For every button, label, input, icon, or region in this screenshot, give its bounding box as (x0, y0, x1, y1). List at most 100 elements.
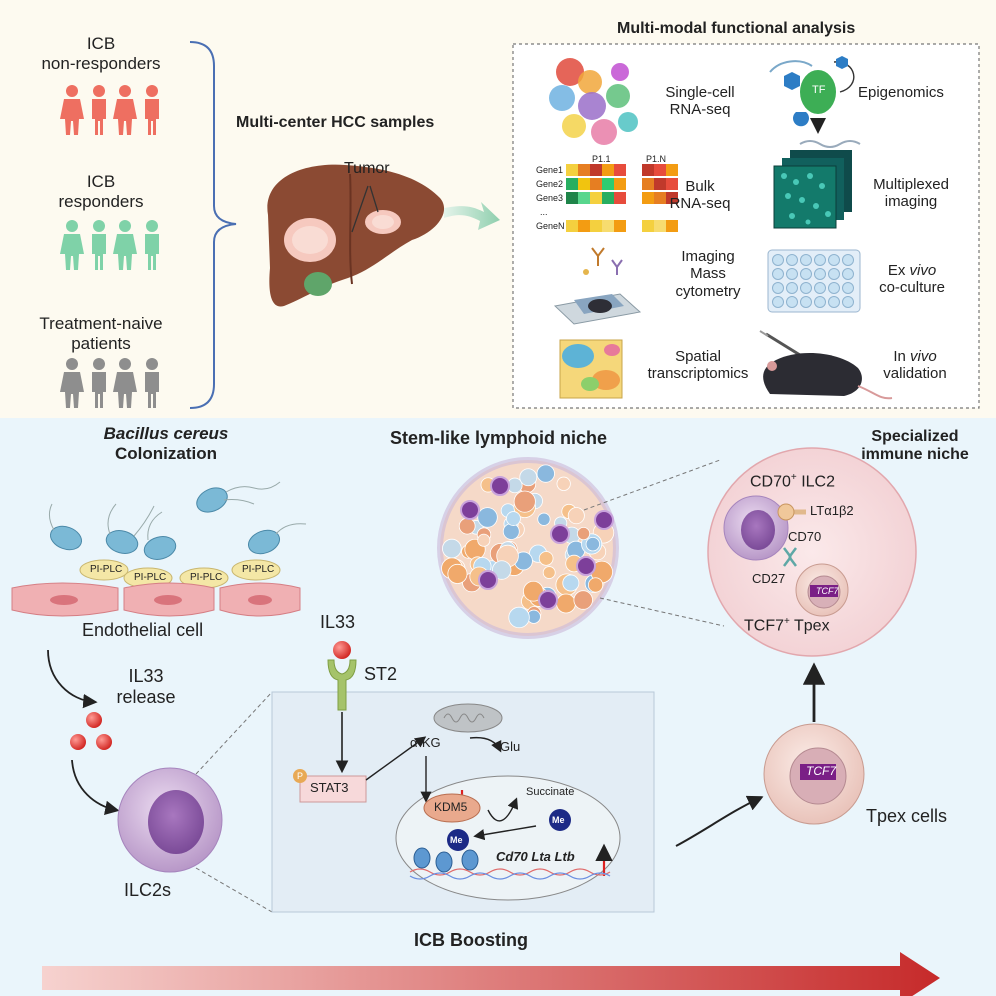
plate-well (828, 296, 840, 308)
invivo-label: In vivo validation (883, 348, 947, 383)
niche-cell (536, 464, 555, 483)
niche-cell (492, 560, 512, 580)
pi-plc-label: PI-PLC (190, 572, 223, 583)
tpex-cell (763, 723, 865, 825)
plate-well (800, 268, 812, 280)
pi-plc-enzymes (79, 559, 281, 589)
niche-cell (556, 476, 571, 491)
plate-well (814, 282, 826, 294)
bacteria-flagella (48, 481, 307, 541)
niche-cell (573, 590, 593, 610)
niche-cell (537, 512, 551, 526)
niche-cell (458, 517, 476, 535)
kdm5-oval (423, 793, 481, 823)
stat3-to-akg-arrow (365, 736, 427, 781)
ilc2-niche-cell (490, 476, 510, 496)
kdm5-to-succinate-arrow (487, 797, 519, 822)
plate-well (786, 254, 798, 266)
niche-cell (477, 507, 498, 528)
akg-to-glu-arrow (469, 736, 502, 753)
plate-well (828, 268, 840, 280)
niche-cell (556, 593, 576, 614)
pi-plc-label: PI-PLC (134, 572, 167, 583)
ilc2-niche-cell (478, 570, 498, 590)
heatmap-gene-label: Gene1 (536, 165, 564, 175)
plate-wells (772, 254, 854, 308)
stat3-label: STAT3 (310, 780, 349, 795)
liver-illustration (267, 164, 445, 307)
mouse-illustration (759, 330, 893, 400)
ilc2-cell (117, 767, 223, 873)
heatmap-gene-label: Gene3 (536, 193, 564, 203)
plate-well (842, 296, 854, 308)
plate-well (800, 282, 812, 294)
cd70-ilc2-label: CD70+ ILC2 (750, 472, 835, 491)
glu-label: Glu (500, 739, 521, 754)
lta-ligand (777, 503, 806, 521)
tcf7-tpex-label: TCF7+ Tpex (744, 616, 830, 635)
samples-to-analysis-arrow (444, 202, 500, 230)
dna-strand (409, 868, 611, 876)
pi-plc-label: PI-PLC (90, 564, 123, 575)
mitochondrion (433, 703, 503, 733)
plate-well (786, 296, 798, 308)
tumor-label: Tumor (344, 160, 390, 177)
plate-well (842, 268, 854, 280)
plate-well (828, 254, 840, 266)
niche-cell (506, 511, 521, 526)
release-arrow (47, 649, 98, 709)
plate-well (800, 296, 812, 308)
cd70-cd27-interaction (783, 547, 797, 567)
plate-well (842, 254, 854, 266)
niche-cell (585, 536, 600, 552)
niche-cell (567, 507, 585, 525)
signaling-to-tpex-arrow (675, 795, 764, 847)
ilc2-niche-cell (538, 590, 558, 610)
ilc2-niche-cell (594, 510, 614, 530)
bracket (189, 41, 237, 409)
me-circle (447, 829, 469, 851)
niche-cell (508, 606, 530, 629)
plate-well (772, 268, 784, 280)
plate-well (786, 268, 798, 280)
treatment-naive-patient-icons (60, 358, 159, 408)
non-responder-patient-icons (60, 85, 159, 135)
icb-boosting-arrow (42, 952, 940, 996)
multiplexed-imaging-stack (773, 150, 852, 229)
heatmap-gene-label: ... (540, 207, 548, 217)
st2-receptor (327, 641, 357, 711)
phospho-label: P (297, 771, 304, 781)
tpex-cell-small (795, 563, 849, 617)
plate-well (772, 282, 784, 294)
plate-well (800, 254, 812, 266)
analysis-title: Multi-modal functional analysis (617, 20, 856, 37)
niche-cell (502, 523, 520, 540)
niche-cell (576, 526, 591, 541)
exvivo-label: Ex vivo co-culture (879, 262, 945, 297)
tcf7-label: TCF7 (806, 764, 836, 778)
niche-cell (587, 577, 604, 593)
il33-to-ilc2-arrow (71, 759, 120, 815)
plate-well (828, 282, 840, 294)
plate-well (814, 296, 826, 308)
samples-title: Multi-center HCC samples (236, 114, 435, 131)
colonization-title: Bacillus cereus Colonization (103, 424, 229, 463)
st2-label: ST2 (364, 664, 398, 684)
niche-cell (447, 563, 468, 584)
me-circle (549, 809, 571, 831)
cd70-ilc2-cell (723, 495, 789, 561)
plate-well (814, 254, 826, 266)
plate-well (772, 296, 784, 308)
kdm5-label: KDM5 (434, 800, 468, 814)
ilc2-niche-cell (576, 556, 596, 576)
niche-title: Stem-like lymphoid niche (390, 428, 608, 448)
niche-cell (542, 566, 556, 579)
